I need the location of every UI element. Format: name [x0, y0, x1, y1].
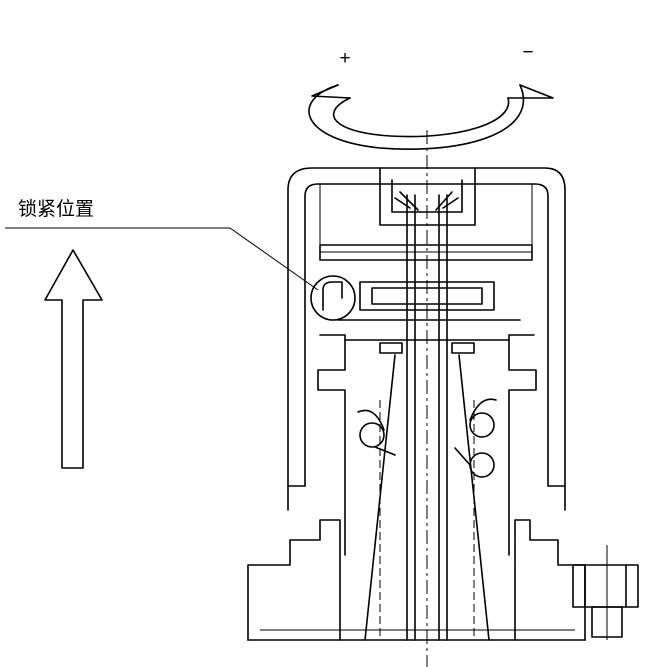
tapered-sleeve [364, 354, 490, 641]
minus-symbol: − [522, 42, 533, 63]
up-arrow-icon [44, 249, 103, 469]
ball-bearings [357, 398, 497, 478]
rotation-arrow-icon [308, 84, 554, 150]
plus-symbol: + [339, 48, 350, 69]
lock-detail-circle [310, 275, 356, 321]
lock-hook [322, 281, 343, 311]
inner-housing [317, 319, 537, 556]
shaft [406, 194, 448, 641]
side-screw [572, 545, 639, 640]
lock-position-leader [5, 227, 319, 291]
horizontal-plate [319, 244, 533, 311]
base [247, 519, 586, 641]
lock-position-label: 锁紧位置 [18, 198, 94, 220]
outer-cap [287, 167, 566, 511]
